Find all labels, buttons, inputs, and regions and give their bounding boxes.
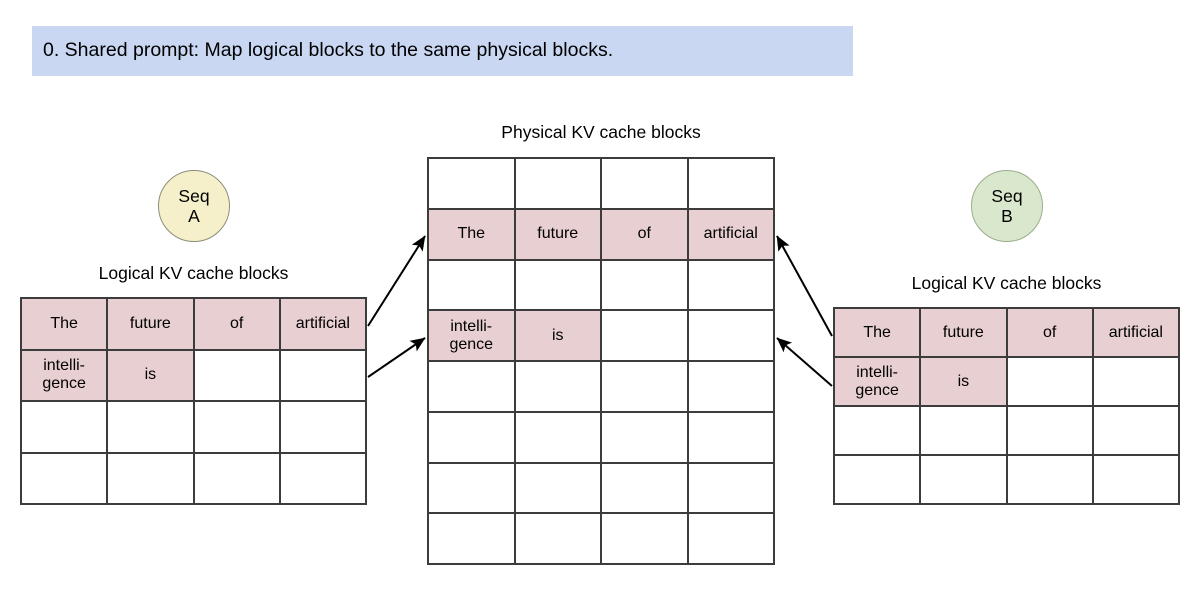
physical-block-cell-r3-c2 xyxy=(515,260,602,312)
seq-a-block-cell-r2-c2: is xyxy=(108,350,195,402)
seq-a-badge-line1: Seq xyxy=(178,185,210,206)
seq-b-block-cell-r3-c4 xyxy=(1093,407,1180,456)
seq-b-badge: Seq B xyxy=(971,170,1043,242)
seq-a-block-cell-r3-c2 xyxy=(108,402,195,454)
physical-block-cell-r3-c1 xyxy=(429,260,516,312)
prompt-banner: 0. Shared prompt: Map logical blocks to … xyxy=(32,26,853,76)
seq-b-row1-to-physical-row2 xyxy=(776,235,833,337)
physical-block-cell-r8-c3 xyxy=(602,514,689,565)
seq-a-block-cell-r2-c4 xyxy=(280,350,367,402)
seq-b-block-cell-r2-c2: is xyxy=(921,358,1008,407)
seq-b-block-cell-r2-c1: intelli- gence xyxy=(835,358,922,407)
seq-a-row1-to-physical-row2 xyxy=(367,235,426,327)
seq-b-block-cell-r3-c3 xyxy=(1007,407,1094,456)
seq-b-block-cell-r4-c1 xyxy=(835,456,922,505)
physical-block-cell-r5-c3 xyxy=(602,362,689,413)
seq-a-badge-line2: A xyxy=(188,206,200,226)
seq-b-badge-line1: Seq xyxy=(991,185,1023,206)
physical-block-cell-r8-c4 xyxy=(688,514,775,565)
seq-b-block-cell-r3-c1 xyxy=(835,407,922,456)
physical-block-cell-r1-c3 xyxy=(602,159,689,210)
physical-block-cell-r4-c3 xyxy=(602,311,689,362)
seq-a-block-cell-r4-c4 xyxy=(280,453,367,505)
physical-block-cell-r1-c1 xyxy=(429,159,516,210)
physical-block-cell-r7-c3 xyxy=(602,463,689,515)
physical-block-cell-r2-c1: The xyxy=(429,209,516,261)
seq-b-block-cell-r2-c4 xyxy=(1093,358,1180,407)
seq-b-row2-to-physical-row4 xyxy=(776,337,833,387)
physical-block-cell-r6-c2 xyxy=(515,412,602,464)
seq-a-table-label: Logical KV cache blocks xyxy=(98,263,289,283)
physical-block-cell-r3-c3 xyxy=(602,260,689,312)
physical-table-label: Physical KV cache blocks xyxy=(501,122,701,142)
physical-block-cell-r6-c1 xyxy=(429,412,516,464)
physical-block-cell-r3-c4 xyxy=(688,260,775,312)
physical-block-cell-r7-c4 xyxy=(688,463,775,515)
seq-a-block-cell-r1-c3: of xyxy=(194,299,281,351)
seq-a-block-cell-r3-c4 xyxy=(280,402,367,454)
physical-block-cell-r6-c4 xyxy=(688,412,775,464)
physical-block-cell-r4-c4 xyxy=(688,311,775,362)
physical-block-cell-r7-c1 xyxy=(429,463,516,515)
physical-block-cell-r6-c3 xyxy=(602,412,689,464)
seq-b-block-cell-r1-c3: of xyxy=(1007,309,1094,358)
seq-a-block-cell-r2-c3 xyxy=(194,350,281,402)
seq-a-block-cell-r3-c1 xyxy=(22,402,109,454)
physical-block-cell-r7-c2 xyxy=(515,463,602,515)
seq-a-block-cell-r2-c1: intelli- gence xyxy=(22,350,109,402)
physical-block-cell-r2-c3: of xyxy=(602,209,689,261)
physical-block-cell-r8-c2 xyxy=(515,514,602,565)
seq-a-badge: Seq A xyxy=(158,170,230,242)
seq-a-block-cell-r4-c3 xyxy=(194,453,281,505)
seq-b-block-cell-r3-c2 xyxy=(921,407,1008,456)
physical-block-cell-r1-c4 xyxy=(688,159,775,210)
seq-b-badge-line2: B xyxy=(1001,206,1013,226)
physical-block-cell-r5-c1 xyxy=(429,362,516,413)
seq-b-block-cell-r2-c3 xyxy=(1007,358,1094,407)
physical-block-cell-r4-c1: intelli- gence xyxy=(429,311,516,362)
seq-a-block-cell-r4-c1 xyxy=(22,453,109,505)
seq-a-block-cell-r1-c1: The xyxy=(22,299,109,351)
physical-block-cell-r5-c4 xyxy=(688,362,775,413)
physical-block-cell-r4-c2: is xyxy=(515,311,602,362)
seq-a-block-cell-r4-c2 xyxy=(108,453,195,505)
seq-b-block-cell-r1-c2: future xyxy=(921,309,1008,358)
seq-a-block-cell-r1-c2: future xyxy=(108,299,195,351)
seq-a-block-cell-r1-c4: artificial xyxy=(280,299,367,351)
seq-b-table-label: Logical KV cache blocks xyxy=(911,273,1102,293)
seq-b-block-cell-r4-c4 xyxy=(1093,456,1180,505)
physical-block-cell-r5-c2 xyxy=(515,362,602,413)
seq-b-block-cell-r4-c2 xyxy=(921,456,1008,505)
seq-b-block-cell-r1-c4: artificial xyxy=(1093,309,1180,358)
seq-a-block-cell-r3-c3 xyxy=(194,402,281,454)
seq-b-block-cell-r4-c3 xyxy=(1007,456,1094,505)
prompt-banner-text: 0. Shared prompt: Map logical blocks to … xyxy=(43,39,614,62)
seq-b-block-cell-r1-c1: The xyxy=(835,309,922,358)
physical-block-cell-r2-c2: future xyxy=(515,209,602,261)
physical-block-cell-r8-c1 xyxy=(429,514,516,565)
seq-a-row2-to-physical-row4 xyxy=(367,337,426,378)
physical-block-cell-r2-c4: artificial xyxy=(688,209,775,261)
physical-block-cell-r1-c2 xyxy=(515,159,602,210)
